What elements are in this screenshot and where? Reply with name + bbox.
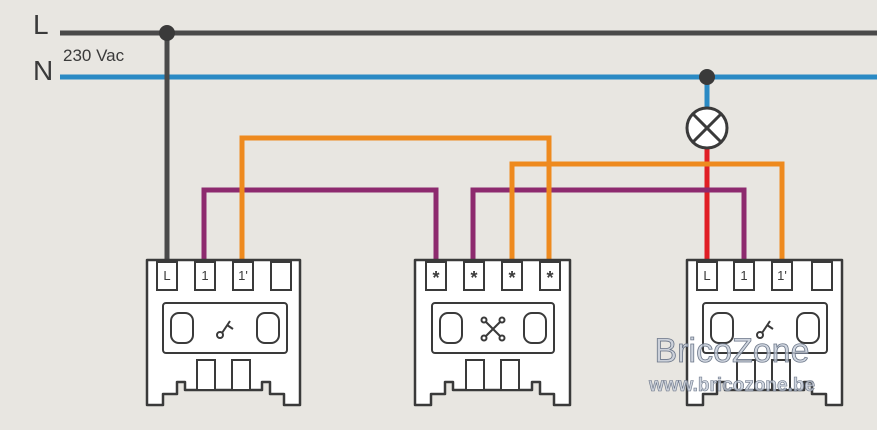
terminal-label: 1' [238, 268, 248, 283]
watermark-url: www.bricozone.be [648, 375, 815, 396]
rocker-pad [256, 312, 280, 344]
two-way-switch-icon [756, 320, 774, 339]
terminal-l [156, 261, 178, 291]
terminal-1-prime [771, 261, 793, 291]
clip-slot [196, 359, 216, 391]
terminal-star [425, 261, 447, 291]
clip-slot [500, 359, 520, 391]
traveler-purple-left [201, 187, 439, 262]
terminal-star [539, 261, 561, 291]
terminal-label: L [703, 268, 710, 283]
terminal-label: 1' [777, 268, 787, 283]
two-way-switch-icon [216, 320, 234, 339]
phase-junction-dot [159, 25, 175, 41]
traveler-orange-left [239, 135, 552, 262]
terminal-label: * [470, 268, 477, 288]
intermediate-switch-icon [480, 316, 506, 342]
traveler-orange-right [509, 161, 785, 262]
terminal-blank [811, 261, 833, 291]
neutral-junction-dot [699, 69, 715, 85]
watermark-brand: BricoZone [655, 332, 810, 370]
terminal-label: * [508, 268, 515, 288]
switch-right: L 1 1' [685, 258, 844, 407]
clip-slot [736, 359, 756, 391]
phase-label: L [33, 9, 49, 40]
terminal-label: * [546, 268, 553, 288]
terminal-label: L [163, 268, 170, 283]
traveler-purple-right [470, 187, 747, 262]
switch-middle: * * * * [413, 258, 572, 407]
terminal-blank [270, 261, 292, 291]
rocker-pad [439, 312, 463, 344]
terminal-star [463, 261, 485, 291]
rocker-pad [796, 312, 820, 344]
rocker-pad [523, 312, 547, 344]
terminal-label: 1 [201, 268, 208, 283]
clip-slot [771, 359, 791, 391]
clip-slot [465, 359, 485, 391]
terminal-label: 1 [740, 268, 747, 283]
rocker-pad [170, 312, 194, 344]
lamp-icon [685, 106, 729, 150]
terminal-1-prime [232, 261, 254, 291]
terminal-1 [733, 261, 755, 291]
neutral-label: N [33, 55, 53, 86]
voltage-label: 230 Vac [63, 46, 125, 65]
switch-left: L 1 1' [145, 258, 302, 407]
terminal-label: * [432, 268, 439, 288]
clip-slot [231, 359, 251, 391]
terminal-1 [194, 261, 216, 291]
terminal-star [501, 261, 523, 291]
rocker-pad [710, 312, 734, 344]
terminal-l [696, 261, 718, 291]
